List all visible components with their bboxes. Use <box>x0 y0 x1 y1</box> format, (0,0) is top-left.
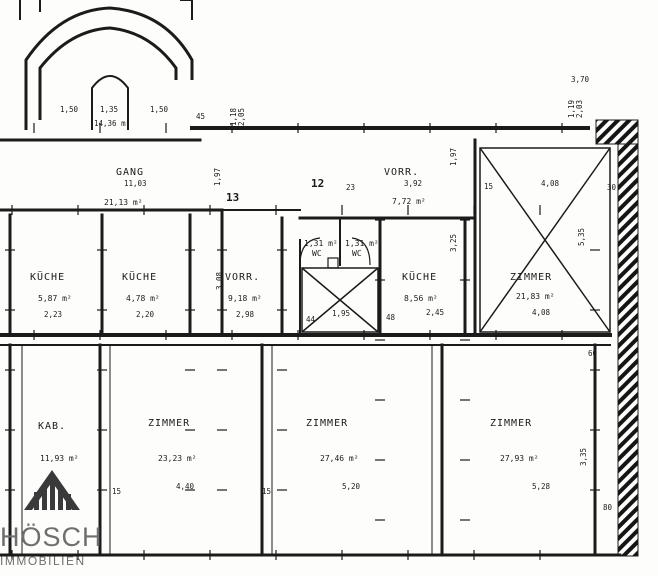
room-kueche-2-dim: 2,20 <box>136 310 155 319</box>
hatched-outer-wall <box>595 119 639 557</box>
room-wc-2-name: WC <box>352 249 362 258</box>
room-zimmer-1-dim: 4,40 <box>176 482 195 491</box>
room-vorr-mid-name: VORR. <box>225 272 261 283</box>
misc-label-45: 45 <box>196 112 206 121</box>
dimension-ticks <box>5 123 600 560</box>
room-zimmer-3-dim: 5,28 <box>532 482 551 491</box>
corridor-right-dim: 4,08 <box>541 179 560 188</box>
void-cross-right <box>479 147 611 333</box>
room-zimmer-2-area: 27,46 m² <box>320 454 359 463</box>
room-gang-name: GANG <box>116 167 145 178</box>
room-wc-1-name: WC <box>312 249 322 258</box>
stair-dim-left: 1,50 <box>60 105 79 114</box>
logo-house-icon <box>24 470 80 510</box>
misc-label-15: 15 <box>484 182 494 191</box>
room-zimmer-2-dim: 5,20 <box>342 482 361 491</box>
room-zimmer-top-area: 21,83 m² <box>516 292 555 301</box>
vdim-8: 1,97 <box>449 147 458 166</box>
unit-number-12: 12 <box>311 177 325 190</box>
stair-dim-mid: 1,35 <box>100 105 119 114</box>
room-wc-2-area: 1,31 m² <box>345 239 379 248</box>
room-vorr-mid-dim: 2,98 <box>236 310 255 319</box>
room-kueche-3-name: KÜCHE <box>402 272 438 283</box>
misc-label-80: 80 <box>603 503 613 512</box>
misc-label-30: 30 <box>607 183 617 192</box>
room-zimmer-top-dim: 4,08 <box>532 308 551 317</box>
room-zimmer-1-area: 23,23 m² <box>158 454 197 463</box>
vdim-6: 3,08 <box>215 271 224 290</box>
room-zimmer-3-area: 27,93 m² <box>500 454 539 463</box>
room-zimmer-2-name: ZIMMER <box>306 418 349 429</box>
stair-dim-right: 1,50 <box>150 105 169 114</box>
vdim-right-height: 5,35 <box>577 227 586 246</box>
void-cross-center <box>301 267 379 333</box>
logo-subtitle: IMMOBILIEN <box>0 554 86 568</box>
room-kueche-3-dim: 2,45 <box>426 308 445 317</box>
vdim-5: 1,97 <box>213 167 222 186</box>
vdim-right-lower-height: 3,35 <box>579 447 588 466</box>
wc-width-dim: 1,95 <box>332 309 351 318</box>
door-swings <box>299 237 371 269</box>
unit-number-13: 13 <box>226 191 240 204</box>
logo-text: HÖSCH <box>0 522 103 552</box>
misc-label-23: 23 <box>346 183 356 192</box>
room-zimmer-3-name: ZIMMER <box>490 418 533 429</box>
room-kueche-1-dim: 2,23 <box>44 310 63 319</box>
room-zimmer-top-name: ZIMMER <box>510 272 553 283</box>
room-zimmer-1-name: ZIMMER <box>148 418 191 429</box>
stair-bay <box>19 0 194 130</box>
misc-label-15b: 15 <box>112 487 122 496</box>
room-vorr-right-area: 7,72 m² <box>392 197 426 206</box>
room-kueche-2-area: 4,78 m² <box>126 294 160 303</box>
room-vorr-right-dim: 3,92 <box>404 179 423 188</box>
misc-label-60: 60 <box>588 349 598 358</box>
misc-label-15c: 15 <box>262 487 272 496</box>
room-kueche-1-area: 5,87 m² <box>38 294 72 303</box>
room-kab-name: KAB. <box>38 421 67 432</box>
room-vorr-mid-area: 9,18 m² <box>228 294 262 303</box>
walls <box>0 126 622 557</box>
top-right-dim: 3,70 <box>571 75 590 84</box>
room-vorr-right-name: VORR. <box>384 167 420 178</box>
stair-area: 14,36 m² <box>94 119 131 128</box>
room-kueche-1-name: KÜCHE <box>30 272 66 283</box>
room-gang-dim: 11,03 <box>124 179 147 188</box>
room-kueche-3-area: 8,56 m² <box>404 294 438 303</box>
room-gang-area: 21,13 m² <box>104 198 143 207</box>
room-wc-1-area: 1,31 m² <box>304 239 338 248</box>
vdim-2: 2,05 <box>237 107 246 126</box>
vdim-7: 3,25 <box>449 233 458 252</box>
vdim-4: 2,03 <box>575 99 584 118</box>
room-kueche-2-name: KÜCHE <box>122 272 158 283</box>
misc-label-44: 44 <box>306 315 316 324</box>
misc-label-48: 48 <box>386 313 396 322</box>
room-kab-area: 11,93 m² <box>40 454 79 463</box>
